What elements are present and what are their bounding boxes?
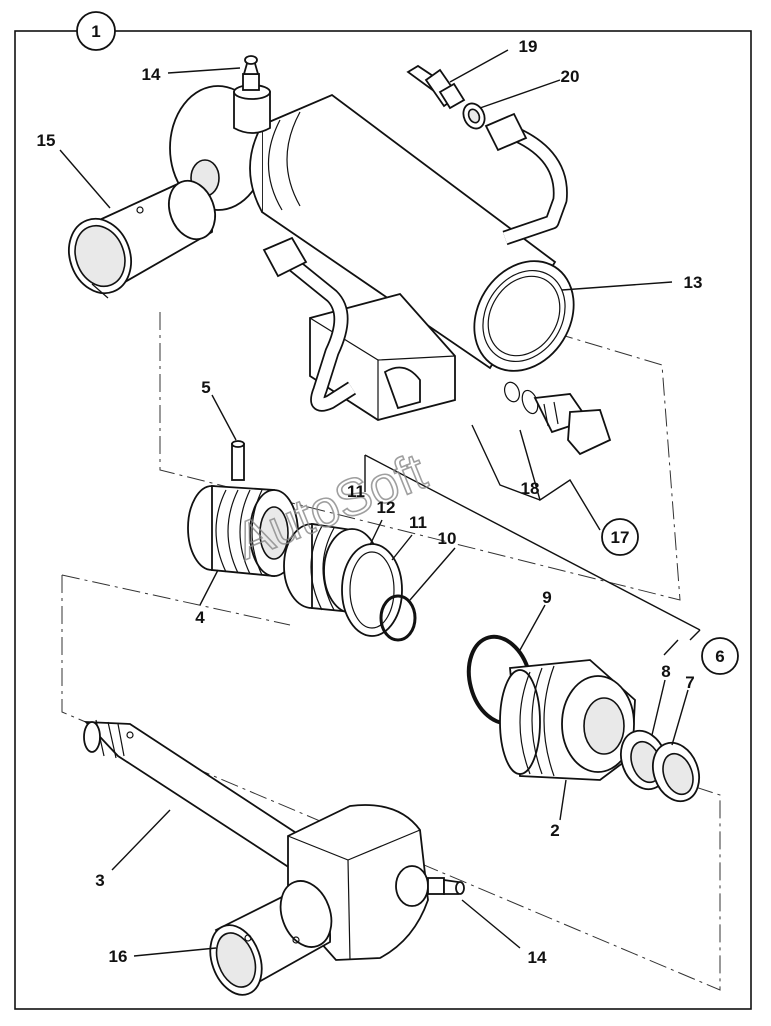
callout-14-upper: 14 xyxy=(142,65,161,84)
wiper-ring-7 xyxy=(652,741,700,803)
callout-10: 10 xyxy=(438,529,457,548)
piston-rod xyxy=(83,719,312,870)
callout-8: 8 xyxy=(661,662,670,681)
callout-9: 9 xyxy=(542,588,551,607)
piston xyxy=(187,485,299,577)
grease-nipple-upper xyxy=(242,55,260,91)
check-valve xyxy=(503,381,612,456)
gland-nut xyxy=(499,659,636,781)
callout-18: 18 xyxy=(521,479,540,498)
fitting-elbow xyxy=(406,64,466,110)
rear-pivot-sleeve xyxy=(68,179,216,299)
hydraulic-tube xyxy=(262,112,568,412)
callout-17: 17 xyxy=(611,528,630,547)
callout-14-lower: 14 xyxy=(528,948,547,967)
o-ring-10 xyxy=(379,594,417,642)
callout-3: 3 xyxy=(95,871,104,890)
callout-6: 6 xyxy=(715,647,724,666)
callout-6-circle xyxy=(701,637,739,675)
callout-19: 19 xyxy=(519,37,538,56)
piston-seal-set xyxy=(283,522,403,637)
callout-11-lower: 11 xyxy=(409,513,427,532)
grease-nipple-lower xyxy=(395,865,465,907)
callout-labels: 2 3 4 5 6 7 8 9 10 11 11 12 13 14 14 15 … xyxy=(37,37,725,967)
leader-lines xyxy=(59,49,701,957)
callout-2: 2 xyxy=(550,821,559,840)
callout-13: 13 xyxy=(684,273,703,292)
figure-frame xyxy=(14,30,752,1010)
callout-5: 5 xyxy=(201,378,210,397)
seal-washer-20 xyxy=(462,102,486,130)
callout-4: 4 xyxy=(195,608,205,627)
callout-12: 12 xyxy=(377,498,396,517)
callout-11-upper: 11 xyxy=(347,482,365,501)
callout-20: 20 xyxy=(561,67,580,86)
pin xyxy=(231,440,245,481)
figure-number: 1 xyxy=(91,22,100,41)
callout-17-circle xyxy=(601,518,639,556)
assembly-guide-lines xyxy=(61,312,721,991)
callout-16: 16 xyxy=(109,947,128,966)
callout-7: 7 xyxy=(685,673,694,692)
figure-number-badge: 1 xyxy=(76,11,116,51)
callout-15: 15 xyxy=(37,131,56,150)
bushing xyxy=(209,880,333,996)
